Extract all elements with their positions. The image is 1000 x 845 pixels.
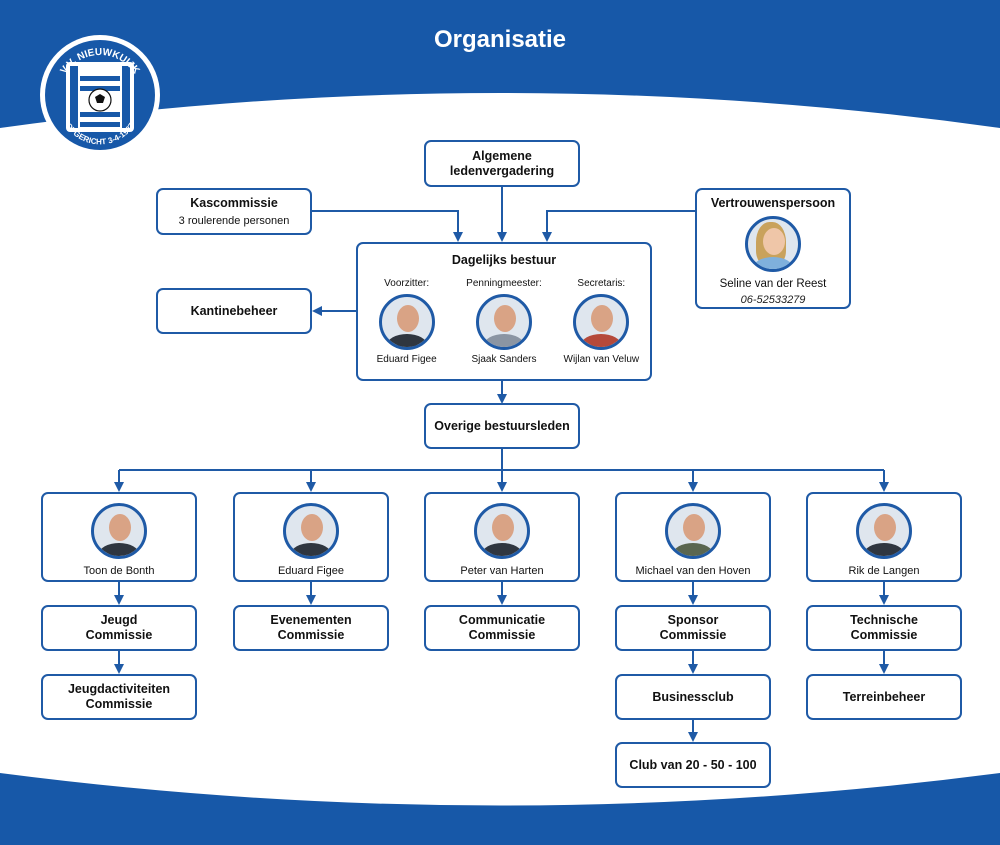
member-avatar bbox=[856, 503, 912, 559]
evenementen-line1: Evenementen bbox=[270, 613, 352, 627]
businessclub-box: Businessclub bbox=[615, 674, 771, 720]
businessclub-title: Businessclub bbox=[652, 689, 734, 704]
member-avatar bbox=[475, 294, 532, 350]
algemene-ledenvergadering-box: Algemene ledenvergadering bbox=[424, 140, 580, 187]
jeugd-line1: Jeugd bbox=[100, 613, 138, 627]
kantinebeheer-title: Kantinebeheer bbox=[190, 303, 278, 318]
member-name: Wijlan van Veluw bbox=[563, 354, 640, 365]
dagelijks-member: Voorzitter: Eduard Figee bbox=[362, 278, 452, 366]
member-name: Peter van Harten bbox=[460, 565, 544, 577]
page-title: Organisatie bbox=[433, 26, 567, 53]
sponsor-commissie-box: Sponsor Commissie bbox=[615, 605, 771, 651]
member-role: Penningmeester: bbox=[466, 278, 542, 289]
header-wave bbox=[0, 0, 1000, 128]
communicatie-line2: Commissie bbox=[468, 628, 536, 642]
member-avatar bbox=[474, 503, 530, 559]
terreinbeheer-box: Terreinbeheer bbox=[806, 674, 962, 720]
technische-commissie-box: Technische Commissie bbox=[806, 605, 962, 651]
kascommissie-sub: 3 roulerende personen bbox=[178, 214, 290, 227]
terreinbeheer-title: Terreinbeheer bbox=[842, 689, 926, 704]
jeugdact-line1: Jeugdactiviteiten bbox=[67, 682, 171, 696]
algemene-line1: Algemene bbox=[472, 148, 532, 163]
kantinebeheer-box: Kantinebeheer bbox=[156, 288, 312, 334]
dagelijks-member: Penningmeester: Sjaak Sanders bbox=[459, 278, 549, 366]
jeugdact-line2: Commissie bbox=[85, 697, 153, 711]
member-box: Toon de Bonth bbox=[41, 492, 197, 582]
vertrouwenspersoon-phone: 06-52533279 bbox=[740, 294, 806, 306]
communicatie-line1: Communicatie bbox=[458, 613, 546, 627]
algemene-line2: ledenvergadering bbox=[449, 163, 555, 178]
kascommissie-title: Kascommissie bbox=[190, 195, 278, 210]
overige-bestuursleden-title: Overige bestuursleden bbox=[434, 418, 570, 433]
overige-bestuursleden-box: Overige bestuursleden bbox=[424, 403, 580, 449]
member-avatar bbox=[665, 503, 721, 559]
member-name: Eduard Figee bbox=[277, 565, 345, 577]
member-name: Rik de Langen bbox=[848, 565, 920, 577]
member-box: Michael van den Hoven bbox=[615, 492, 771, 582]
jeugdactiviteiten-commissie-box: Jeugdactiviteiten Commissie bbox=[41, 674, 197, 720]
member-avatar bbox=[378, 294, 435, 350]
kascommissie-box: Kascommissie 3 roulerende personen bbox=[156, 188, 312, 235]
vertrouwenspersoon-box: Vertrouwenspersoon Seline van der Reest … bbox=[695, 188, 851, 309]
dagelijks-bestuur-title: Dagelijks bestuur bbox=[451, 253, 557, 267]
member-box: Rik de Langen bbox=[806, 492, 962, 582]
evenementen-line2: Commissie bbox=[277, 628, 345, 642]
communicatie-commissie-box: Communicatie Commissie bbox=[424, 605, 580, 651]
member-name: Michael van den Hoven bbox=[635, 565, 751, 577]
member-avatar bbox=[573, 294, 630, 350]
sponsor-line1: Sponsor bbox=[667, 613, 719, 627]
dagelijks-member: Secretaris: Wijlan van Veluw bbox=[556, 278, 646, 366]
technische-line1: Technische bbox=[850, 613, 918, 627]
member-name: Sjaak Sanders bbox=[471, 354, 537, 365]
vertrouwenspersoon-name: Seline van der Reest bbox=[719, 278, 827, 290]
club-van-title: Club van 20 - 50 - 100 bbox=[629, 757, 757, 772]
member-role: Voorzitter: bbox=[384, 278, 430, 289]
jeugd-line2: Commissie bbox=[85, 628, 153, 642]
dagelijks-bestuur-box: Dagelijks bestuur Voorzitter: Eduard Fig… bbox=[356, 242, 652, 381]
club-van-box: Club van 20 - 50 - 100 bbox=[615, 742, 771, 788]
evenementen-commissie-box: Evenementen Commissie bbox=[233, 605, 389, 651]
jeugd-commissie-box: Jeugd Commissie bbox=[41, 605, 197, 651]
member-avatar bbox=[283, 503, 339, 559]
vertrouwenspersoon-avatar bbox=[745, 216, 801, 272]
member-box: Eduard Figee bbox=[233, 492, 389, 582]
member-role: Secretaris: bbox=[577, 278, 626, 289]
footer-wave bbox=[0, 773, 1000, 845]
member-name: Eduard Figee bbox=[376, 354, 437, 365]
member-name: Toon de Bonth bbox=[83, 565, 155, 577]
member-box: Peter van Harten bbox=[424, 492, 580, 582]
member-avatar bbox=[91, 503, 147, 559]
vertrouwenspersoon-title: Vertrouwenspersoon bbox=[710, 196, 836, 210]
club-logo: V.V. NIEUWKUIJK OPGERICHT 3-4-1927 bbox=[40, 35, 160, 155]
technische-line2: Commissie bbox=[850, 628, 918, 642]
sponsor-line2: Commissie bbox=[659, 628, 727, 642]
